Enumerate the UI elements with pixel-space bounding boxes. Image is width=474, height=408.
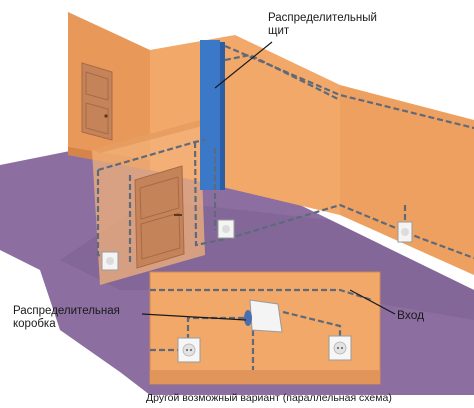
panel-leader-line <box>214 41 273 89</box>
wall-socket-icon <box>397 221 413 243</box>
junction-box-label-line1: Распределительная <box>13 305 120 317</box>
partition-wall-top <box>92 120 210 153</box>
junction-box-label-line2: коробка <box>13 318 56 330</box>
wall-socket-icon <box>177 337 201 363</box>
inset-parallel-scheme <box>149 271 381 385</box>
wall-socket-icon <box>101 251 119 271</box>
door-icon <box>134 165 185 269</box>
distribution-panel-edge <box>220 42 225 190</box>
inset-caption: Другой возможный вариант (параллельная с… <box>146 392 392 404</box>
junction-box-icon <box>244 299 283 333</box>
door-icon <box>81 62 113 141</box>
wall-socket-icon <box>328 335 352 361</box>
distribution-panel-label-line1: Распределительный <box>268 12 377 24</box>
distribution-panel-icon <box>200 40 220 190</box>
distribution-panel-label-line2: щит <box>268 25 290 37</box>
input-label: Вход <box>397 308 425 322</box>
distribution-panel-label: Распределительный щит <box>268 12 377 38</box>
right-wall <box>340 85 474 275</box>
junction-leader-line <box>141 313 247 321</box>
wall-socket-icon <box>217 219 235 239</box>
junction-box-label: Распределительная коробка <box>13 305 120 331</box>
input-leader-line <box>349 289 396 315</box>
